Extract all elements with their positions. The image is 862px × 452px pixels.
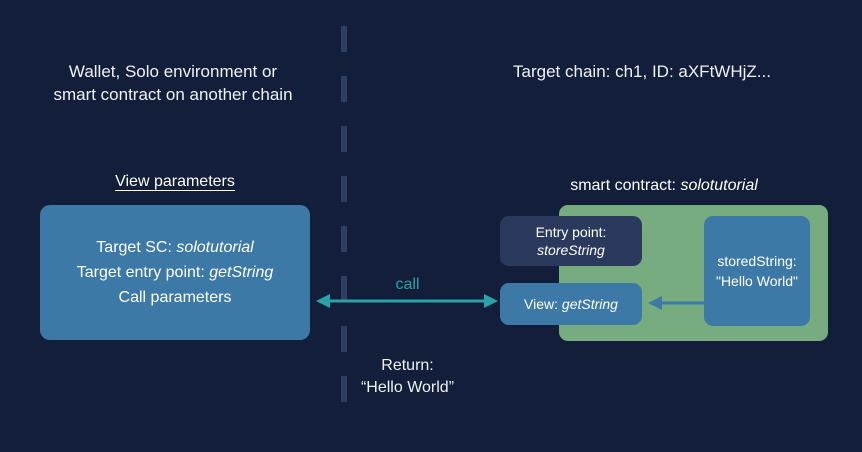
return-label: Return: “Hello World” bbox=[360, 357, 455, 396]
view-function-line: View: getString bbox=[524, 295, 618, 313]
entry-point-label: Entry point: bbox=[535, 224, 607, 240]
call-label: call bbox=[395, 276, 420, 293]
stored-string-box: storedString: "Hello World" bbox=[704, 216, 810, 326]
target-sc-line: Target SC: solotutorial bbox=[96, 236, 253, 259]
target-sc-value: solotutorial bbox=[176, 239, 254, 256]
left-column-header: Wallet, Solo environment or smart contra… bbox=[53, 62, 293, 104]
target-entry-point-value: getString bbox=[209, 264, 274, 281]
stored-string-value: "Hello World" bbox=[715, 273, 799, 289]
right-column-header: Target chain: ch1, ID: aXFtWHjZ... bbox=[513, 62, 771, 81]
target-entry-point-label: Target entry point: bbox=[76, 264, 210, 281]
view-function-value: getString bbox=[561, 296, 618, 312]
view-parameters-title: View parameters bbox=[115, 173, 235, 190]
stored-string-key: storedString: bbox=[717, 253, 797, 269]
view-parameters-box: Target SC: solotutorial Target entry poi… bbox=[40, 205, 310, 340]
target-entry-point-line: Target entry point: getString bbox=[77, 261, 274, 284]
stored-to-view-arrow bbox=[648, 296, 704, 310]
call-parameters-line: Call parameters bbox=[118, 289, 232, 306]
smart-contract-title: smart contract: solotutorial bbox=[500, 177, 828, 195]
view-function-label: View: bbox=[524, 296, 562, 312]
smart-contract-title-label: smart contract: bbox=[570, 177, 681, 194]
entry-point-box: Entry point: storeString bbox=[500, 216, 642, 266]
target-sc-label: Target SC: bbox=[96, 239, 177, 256]
entry-point-value: storeString bbox=[537, 242, 605, 258]
smart-contract-title-value: solotutorial bbox=[680, 177, 758, 194]
vertical-dashed-divider bbox=[341, 26, 347, 426]
view-function-box: View: getString bbox=[500, 283, 642, 325]
bidirectional-call-arrow bbox=[316, 294, 498, 308]
